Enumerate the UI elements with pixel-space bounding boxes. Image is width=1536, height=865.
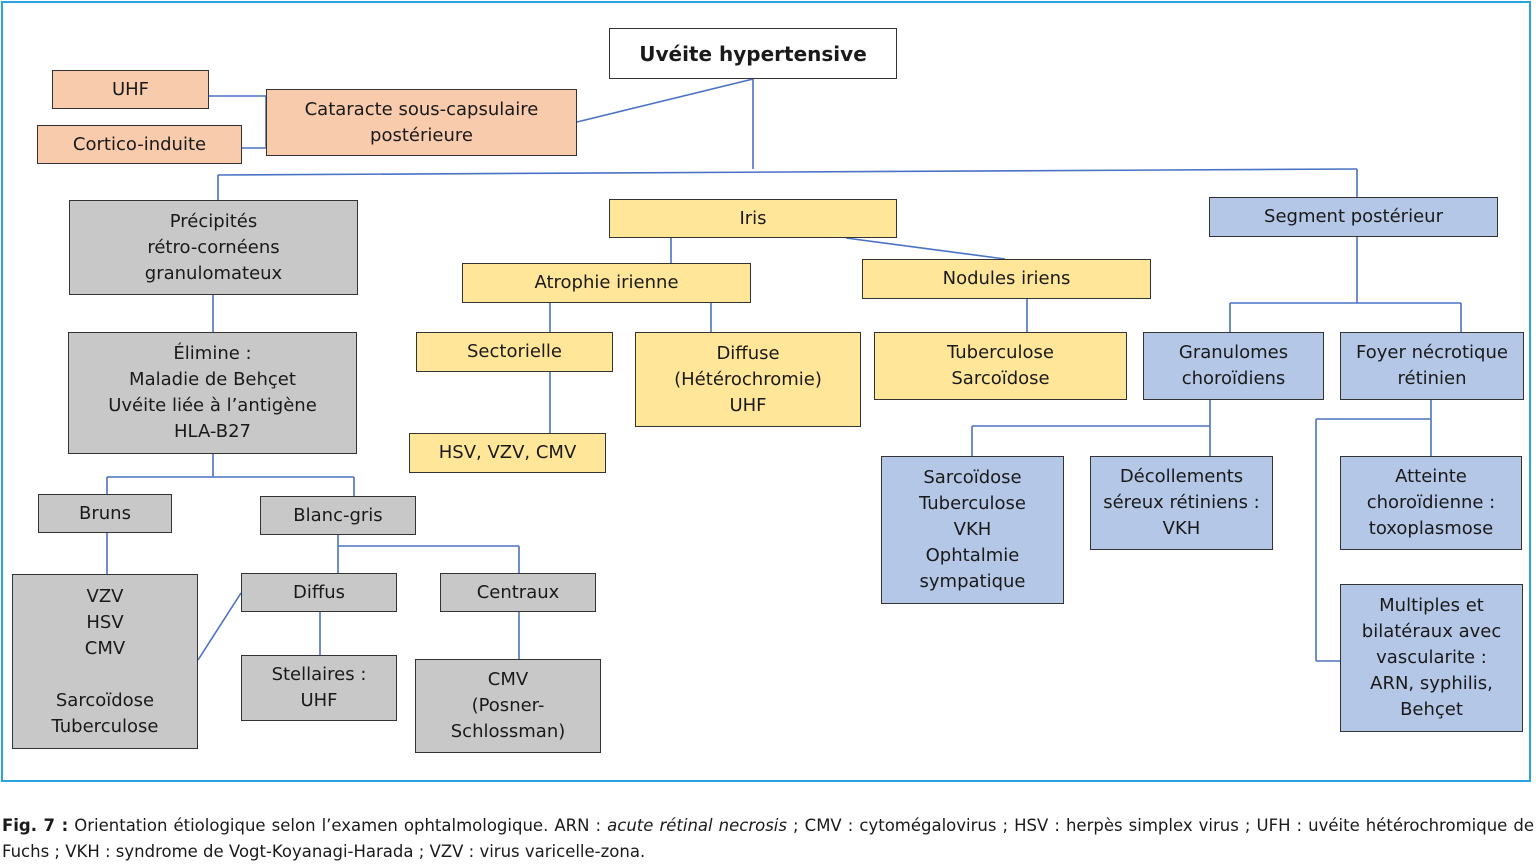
caption-italic: acute rétinal necrosis	[607, 816, 787, 835]
node-text-line: Uvéite liée à l’antigène	[108, 395, 317, 416]
node-text-line: CMV	[84, 637, 126, 659]
node-text-line: Stellaires :	[271, 664, 367, 685]
node-text-line: Behçet	[1400, 699, 1463, 720]
node-iris: Iris	[609, 199, 897, 238]
node-text-line: UHF	[729, 394, 767, 416]
node-text-line: rétro-cornéens	[147, 236, 280, 258]
node-sectorielle: Sectorielle	[416, 332, 613, 372]
node-uhf-orange: UHF	[52, 70, 209, 109]
node-text-line: bilatéraux avec	[1361, 621, 1502, 642]
node-multiples: Multiples et bilatéraux avec vascularite :…	[1340, 584, 1523, 732]
node-text-line: UHF	[111, 78, 150, 100]
node-atrophie-irienne: Atrophie irienne	[462, 263, 751, 303]
node-text-line: VKH	[1162, 518, 1201, 539]
node-precipites: Précipités rétro-cornéens granulomateux	[69, 200, 358, 295]
node-text-line: Foyer nécrotique	[1356, 342, 1508, 363]
node-decollements: Décollements séreux rétiniens : VKH	[1090, 456, 1273, 550]
node-text-line: (Hétérochromie)	[674, 368, 822, 390]
node-text-line: CMV	[487, 669, 529, 690]
node-text-line: Précipités	[169, 210, 258, 232]
node-foyer-necrotique: Foyer nécrotique rétinien	[1340, 332, 1524, 400]
node-text-line: Iris	[739, 207, 767, 229]
caption-text-2: ; CMV : cytomégalovirus ; HSV : herpès s…	[2, 816, 1534, 861]
node-centraux: Centraux	[440, 573, 596, 612]
node-diffuse: Diffuse (Hétérochromie) UHF	[635, 332, 861, 427]
node-text-line: Décollements	[1119, 466, 1244, 487]
node-cmv-posner: CMV (Posner- Schlossman)	[415, 659, 601, 753]
node-text-line: Tuberculose	[919, 493, 1026, 514]
node-nodules-iriens: Nodules iriens	[862, 259, 1151, 299]
node-text-line: UHF	[300, 690, 338, 711]
node-text-line: ARN, syphilis,	[1370, 673, 1493, 694]
node-text-line: postérieure	[370, 124, 473, 146]
node-text-line: Sarcoïdose	[951, 368, 1050, 389]
node-granulomes: Granulomes choroïdiens	[1143, 332, 1324, 400]
node-text-line: Élimine :	[173, 343, 252, 364]
diagram-frame	[1, 1, 1531, 782]
node-text-line: toxoplasmose	[1368, 518, 1494, 539]
node-blanc-gris: Blanc-gris	[260, 496, 416, 535]
node-text-line: HSV, VZV, CMV	[438, 442, 577, 463]
node-text-line: Granulomes	[1178, 342, 1289, 363]
node-text-line: Bruns	[79, 502, 131, 524]
caption-fig-label: Fig. 7 :	[2, 816, 69, 835]
node-text-line: choroïdiens	[1181, 368, 1286, 389]
node-atteinte: Atteinte choroïdienne : toxoplasmose	[1340, 456, 1522, 550]
node-text-line: Tuberculose	[947, 342, 1054, 363]
node-text-line: Maladie de Behçet	[129, 369, 296, 390]
node-text-line: Cortico-induite	[72, 133, 207, 155]
caption-text-1: Orientation étiologique selon l’examen o…	[68, 816, 608, 835]
connector-lines	[106, 78, 1462, 662]
node-text-line: Schlossman)	[450, 721, 566, 742]
node-text-line: Sarcoïdose	[55, 689, 155, 711]
node-text-line: Sarcoïdose	[923, 467, 1022, 488]
node-text-line: HSV	[86, 611, 124, 633]
node-text-line: Ophtalmie	[925, 545, 1020, 566]
node-text-line: choroïdienne :	[1366, 492, 1496, 513]
node-cataracte: Cataracte sous-capsulaire postérieure	[266, 89, 577, 156]
node-text-line: Atteinte	[1395, 466, 1467, 487]
node-text-line: vascularite :	[1376, 647, 1487, 668]
node-segment-posterieur: Segment postérieur	[1209, 197, 1498, 237]
node-bruns: Bruns	[38, 494, 172, 533]
node-text-line: Centraux	[476, 581, 560, 603]
node-text-line: séreux rétiniens :	[1103, 492, 1260, 513]
figure-caption: Fig. 7 : Orientation étiologique selon l…	[2, 813, 1534, 865]
node-text-line: Diffus	[292, 581, 346, 603]
node-text-line: VKH	[953, 519, 992, 540]
connector-line	[217, 168, 1358, 176]
node-hsv-vzv-cmv: HSV, VZV, CMV	[409, 433, 606, 473]
node-diffus: Diffus	[241, 573, 397, 612]
node-text-line: Blanc-gris	[293, 504, 383, 526]
node-text-line: Multiples et	[1379, 595, 1484, 616]
node-text-line: Diffuse	[716, 342, 780, 364]
node-text-line: Uvéite hypertensive	[639, 41, 867, 66]
node-text-line: Cataracte sous-capsulaire	[304, 98, 539, 120]
node-cortico-induite: Cortico-induite	[37, 125, 242, 164]
connector-line	[845, 237, 1006, 260]
node-text-line: Segment postérieur	[1264, 206, 1443, 227]
node-text-line: granulomateux	[144, 262, 283, 284]
node-text-line: (Posner-	[471, 695, 545, 716]
node-text-line: Tuberculose	[51, 715, 159, 737]
node-text-line: rétinien	[1397, 368, 1467, 389]
node-text-line: Nodules iriens	[942, 268, 1071, 289]
node-uveite-hypertensive: Uvéite hypertensive	[609, 28, 897, 79]
node-text-line: sympatique	[919, 571, 1026, 592]
node-text-line: HLA-B27	[173, 421, 251, 442]
connector-line	[197, 592, 242, 661]
connector-line	[576, 78, 754, 123]
node-text-line: Sectorielle	[466, 341, 563, 362]
node-text-line: VZV	[86, 585, 124, 607]
node-stellaires: Stellaires : UHF	[241, 655, 397, 721]
node-text-line: Atrophie irienne	[534, 272, 679, 293]
